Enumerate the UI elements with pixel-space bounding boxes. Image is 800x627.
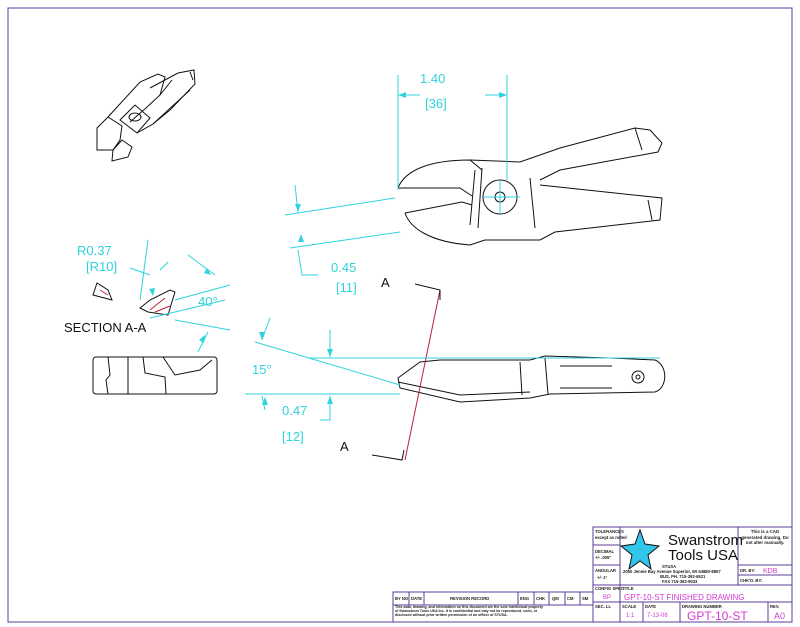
- dim-height-in: 0.47: [282, 403, 307, 418]
- angular-label: ANGULAR: [595, 568, 616, 573]
- config-spec: BP: [603, 595, 611, 601]
- rev-col-qm: QM: [552, 596, 559, 601]
- decimal-value: +/- .005": [595, 555, 611, 560]
- title-block-grid: [392, 526, 793, 623]
- rev-value: A0: [774, 611, 785, 621]
- pivot-centerline: [483, 180, 520, 214]
- decimal-label: DECIMAL: [595, 549, 615, 554]
- drawn-by-label: DR. BY:: [740, 568, 755, 573]
- section-hatch: [99, 289, 171, 313]
- company-fax: FAX 715-392-9533: [662, 579, 698, 584]
- rev-col-eng: ENG: [520, 596, 529, 601]
- title-label: TITLE: [622, 586, 634, 591]
- rev-col-chk: CHK: [536, 596, 545, 601]
- dim-height-mm: [12]: [282, 429, 304, 444]
- company-address: 2050 Jennie Bay Avenue Superior, WI 5488…: [623, 569, 721, 574]
- section-marker-top: A: [381, 275, 390, 290]
- drawn-by: KDB: [763, 568, 778, 575]
- angular-value: +/- 1°: [597, 575, 607, 580]
- dim-radius-mm: [R10]: [86, 259, 117, 274]
- dim-width-mm: [36]: [425, 96, 447, 111]
- company-logo-star-icon: [619, 528, 661, 571]
- rev-col-by-no: BY NO: [395, 596, 409, 601]
- section-view: [92, 282, 218, 395]
- plier-top-view: [397, 127, 663, 246]
- tolerances-label: TOLERANCES: [595, 529, 624, 534]
- plier-side-view: [397, 355, 666, 403]
- date-value: 7-13-06: [647, 613, 668, 619]
- confidential-notice: This data, drawing, and information on t…: [395, 605, 543, 617]
- sheet-border: [7, 7, 793, 623]
- dim-jaw-mm: [11]: [336, 280, 357, 295]
- rev-col-date: DATE: [411, 596, 422, 601]
- dim-angle-bevel: 40°: [198, 294, 218, 309]
- dimension-lines: [129, 75, 660, 421]
- tolerances-sub: except as noted: [595, 535, 627, 540]
- company-abbrev: STUSA: [662, 564, 676, 569]
- isometric-view: [96, 69, 196, 162]
- scale-value: 1:1: [626, 613, 635, 619]
- dim-radius-in: R0.37: [77, 243, 112, 258]
- config-spec-label: CONFIG SPEC: [595, 586, 624, 591]
- rev-col-record: REVISION RECORD: [450, 596, 489, 601]
- date-label: DATE: [645, 604, 656, 609]
- revision-record-header: BY NO DATE REVISION RECORD ENG CHK QM CM…: [395, 596, 589, 601]
- rev-col-sm: SM: [582, 596, 589, 601]
- company-name-line1: Swanstrom: [668, 532, 743, 549]
- scale-label: SCALE: [622, 604, 636, 609]
- drawing-number: GPT-10-ST: [687, 609, 748, 623]
- drawing-number-label: DRAWING NUMBER: [682, 604, 722, 609]
- section-marker-bottom: A: [340, 439, 349, 454]
- section-cut-line: [371, 283, 441, 461]
- checked-by-label: CHK'D. BY:: [740, 578, 762, 583]
- dim-angle-side: 15°: [252, 362, 272, 377]
- rev-col-cm: CM: [567, 596, 574, 601]
- rev-label: REV.: [770, 604, 779, 609]
- dim-jaw-in: 0.45: [331, 260, 356, 275]
- sec-label: SEC. LL: [595, 604, 611, 609]
- company-name-line2: Tools USA: [668, 547, 738, 564]
- dim-width-in: 1.40: [420, 71, 445, 86]
- company-phone: BUS. PH. 715-392-6521: [660, 574, 706, 579]
- drawing-title: GPT-10-ST FINISHED DRAWING: [624, 593, 744, 602]
- cad-note: This is a CAD generated drawing. Do not …: [741, 529, 788, 545]
- section-label: SECTION A-A: [64, 320, 147, 335]
